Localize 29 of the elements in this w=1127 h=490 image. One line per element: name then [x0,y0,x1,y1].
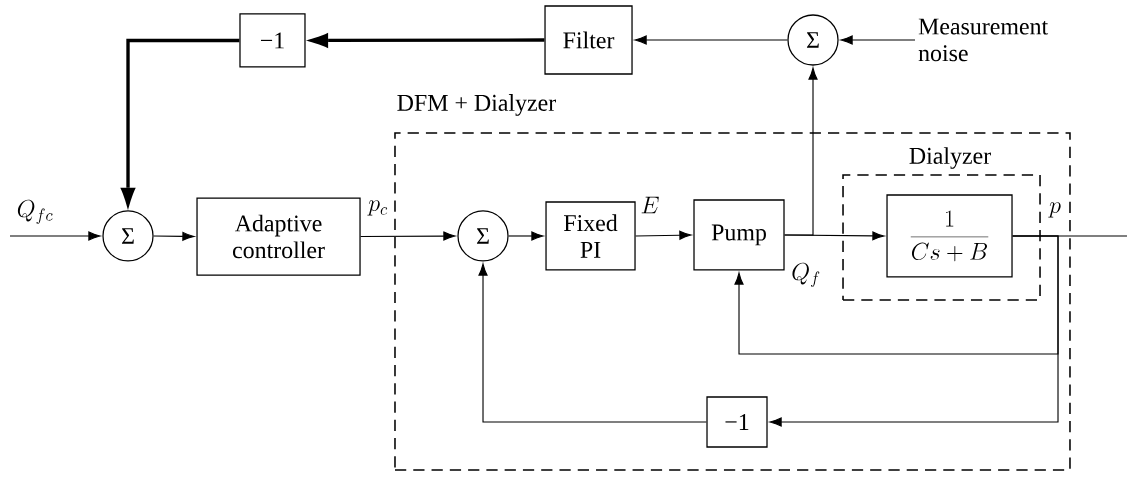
signal-label: $E$ [641,196,659,214]
summing-junction: Σ [457,210,509,262]
signal-label: $Q_{fc}$ [17,199,53,224]
block-box: Adaptive controller [196,197,361,276]
signal-label: $Q_f$ [792,262,820,287]
arrow [120,38,240,211]
arrow [478,263,707,423]
signal-label: $p$ [1048,202,1061,218]
arrow [9,231,101,241]
arrow [769,235,1059,427]
arrow [634,35,788,45]
block-box: $\frac{1}{Cs+B}$ [886,194,1013,278]
arrow [360,231,456,241]
block-box: −1 [239,13,306,68]
arrow [305,32,545,49]
block-box: Filter [544,5,633,75]
arrow [153,231,195,241]
block-box: Fixed PI [545,201,636,271]
block-box: Pump [693,199,785,271]
arrow [840,35,916,45]
frame-title: DFM + Dialyzer [397,94,556,116]
arrow [508,231,544,241]
summing-junction: Σ [102,210,154,262]
block-box: −1 [706,396,768,448]
frame-title: Dialyzer [909,147,991,169]
arrow [635,230,692,240]
summing-junction: Σ [787,14,839,66]
arrow [784,67,818,236]
input-label: Measurement noise [918,18,1049,62]
